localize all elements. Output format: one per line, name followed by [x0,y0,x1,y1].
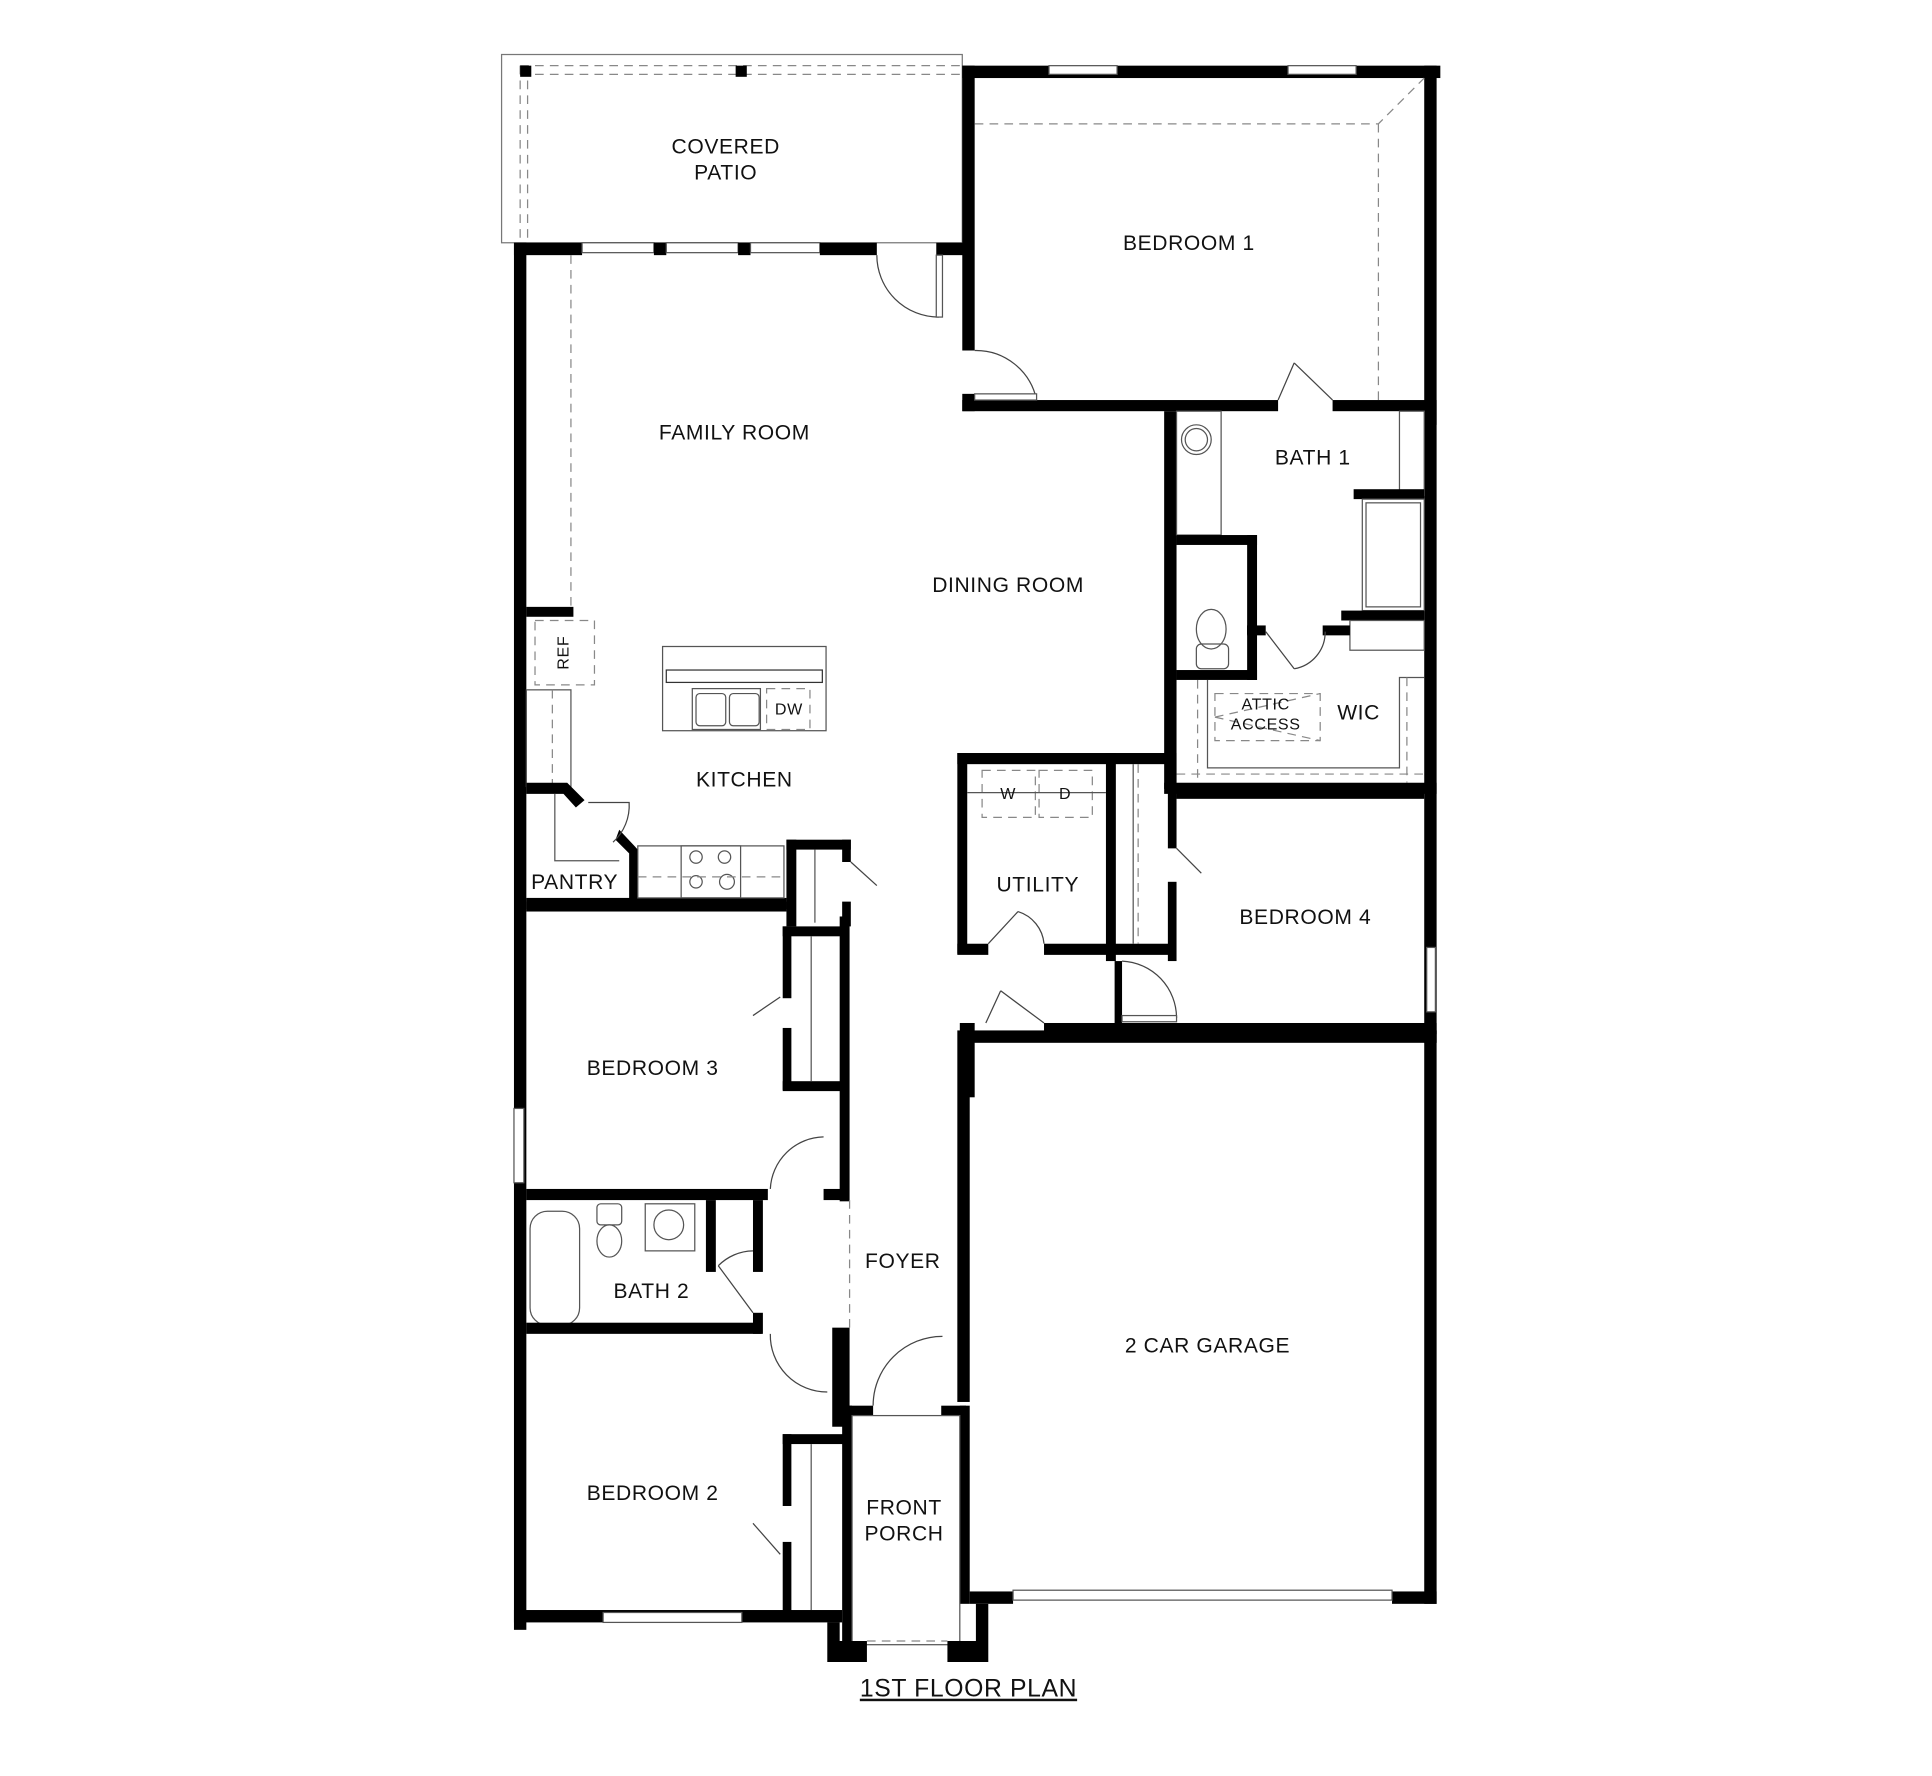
label-bath-2: BATH 2 [614,1280,690,1303]
label-kitchen: KITCHEN [696,768,793,791]
label-front-porch-2: PORCH [865,1523,944,1546]
covered-patio [500,53,963,244]
bath-1-walls [1164,362,1437,1043]
label-covered-patio-2: PATIO [694,162,757,185]
label-two-car-garage: 2 CAR GARAGE [1125,1334,1290,1357]
label-dishwasher: DW [775,701,803,719]
garage-porch-walls [827,1030,1437,1663]
label-refrigerator: REF [554,636,572,670]
label-attic-access-2: ACCESS [1231,715,1301,733]
plan-title: 1ST FLOOR PLAN [860,1676,1077,1703]
label-bath-1: BATH 1 [1275,446,1351,469]
label-bedroom-2: BEDROOM 2 [587,1482,719,1505]
label-pantry: PANTRY [531,871,618,894]
label-dining-room: DINING ROOM [932,574,1084,597]
label-wic: WIC [1337,702,1380,725]
bedroom-1-walls [962,65,1441,425]
label-washer: W [1000,785,1016,803]
room-labels: COVERED PATIO BEDROOM 1 FAMILY ROOM DINI… [531,136,1380,1703]
label-dryer: D [1059,785,1071,803]
label-front-porch-1: FRONT [866,1497,942,1520]
label-bedroom-4: BEDROOM 4 [1239,906,1371,929]
label-utility: UTILITY [996,874,1079,897]
label-covered-patio-1: COVERED [672,136,780,159]
label-bedroom-3: BEDROOM 3 [587,1057,719,1080]
label-foyer: FOYER [865,1250,941,1273]
label-attic-access-1: ATTIC [1242,696,1290,714]
label-family-room: FAMILY ROOM [659,422,810,445]
family-room-walls [513,242,1038,1630]
label-bedroom-1: BEDROOM 1 [1123,232,1255,255]
west-rooms-walls [513,901,851,1624]
